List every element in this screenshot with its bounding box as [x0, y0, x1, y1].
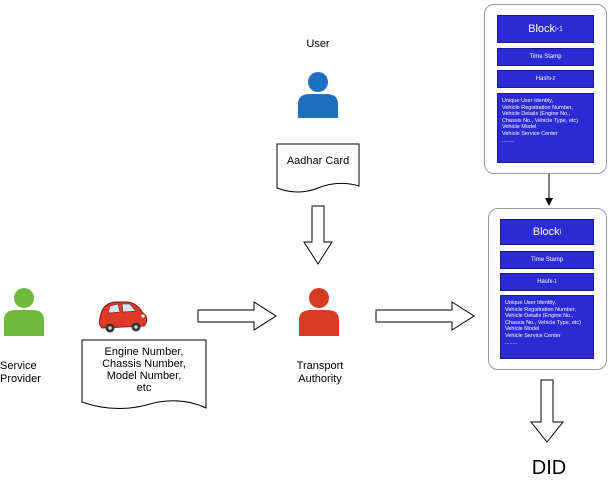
block-prev-detail-line: Vehicle Model: [502, 124, 537, 131]
block-prev-hash-sub: i-2: [549, 76, 556, 82]
car-icon: [98, 301, 148, 333]
block-curr-detail-line: ........: [505, 339, 518, 346]
service-provider-person-icon: [4, 288, 44, 336]
transport-authority-label-line2: Authority: [298, 373, 342, 385]
aadhar-card-document-shape: [276, 143, 360, 193]
block-curr-detail-line: Vehicle Service Center: [505, 332, 561, 339]
service-provider-label-line1: Service: [0, 360, 37, 372]
block-curr-hash-sub: i-1: [551, 279, 557, 285]
block-curr-hash-text: Hash: [537, 279, 552, 285]
block-curr-detail-line: Vehicle Details (Engine No.,: [505, 313, 574, 320]
vehicle-details-line: Chassis Number,: [102, 358, 186, 370]
vehicle-details-line: Model Number,: [106, 370, 182, 382]
transport-authority-label-line1: Transport: [296, 360, 344, 372]
block-prev-detail-line: Vehicle Registration Number,: [502, 104, 573, 111]
user-to-authority-arrow: [303, 205, 333, 265]
block-curr-details: Unique User Identity, Vehicle Registrati…: [500, 295, 594, 359]
block-prev-detail-line: Vehicle Details (Engine No.,: [502, 111, 571, 118]
block-link-arrow: [545, 174, 553, 206]
transport-authority-person-icon: [299, 288, 339, 336]
block-curr-title-text: Block: [532, 226, 560, 238]
vehicle-details-line: etc: [136, 382, 152, 394]
block-curr-detail-line: Unique User Identity,: [505, 300, 556, 306]
aadhar-card-label: Aadhar Card: [286, 155, 350, 167]
blockchain-to-did-arrow: [529, 379, 565, 443]
user-person-icon: [298, 72, 338, 118]
block-prev-detail-line: Chassis No., Vehicle Type, etc): [502, 117, 579, 124]
vehicle-details-document-shape: [81, 339, 207, 410]
block-prev-detail-line: ........: [502, 137, 515, 144]
block-prev-detail-line: Unique User Identity,: [502, 98, 553, 104]
transport-authority-label: Transport Authority: [284, 360, 356, 386]
block-curr-detail-line: Vehicle Registration Number,: [505, 306, 576, 313]
vehicle-details-text: Engine Number, Chassis Number, Model Num…: [84, 346, 204, 394]
provider-to-authority-arrow: [197, 301, 277, 331]
block-curr-detail-line: Chassis No., Vehicle Type, etc): [505, 319, 582, 326]
block-prev-title-sub: i-1: [555, 25, 563, 33]
block-curr-title-sub: i: [559, 228, 562, 236]
block-prev-hash-text: Hash: [535, 76, 550, 82]
vehicle-details-line: Engine Number,: [104, 346, 184, 358]
block-prev-details: Unique User Identity, Vehicle Registrati…: [497, 93, 594, 163]
block-curr-timestamp: Time Stamp: [500, 251, 594, 269]
service-provider-label-line2: Provider: [0, 373, 41, 385]
authority-to-blockchain-arrow: [375, 301, 475, 331]
block-prev-detail-line: Vehicle Service Center: [502, 130, 558, 137]
block-prev-timestamp: Time Stamp: [497, 48, 594, 66]
user-label: User: [306, 38, 330, 50]
block-prev-title-text: Block: [528, 23, 556, 35]
did-label: DID: [531, 457, 567, 479]
service-provider-label: Service Provider: [0, 360, 41, 386]
block-curr-detail-line: Vehicle Model: [505, 326, 540, 333]
